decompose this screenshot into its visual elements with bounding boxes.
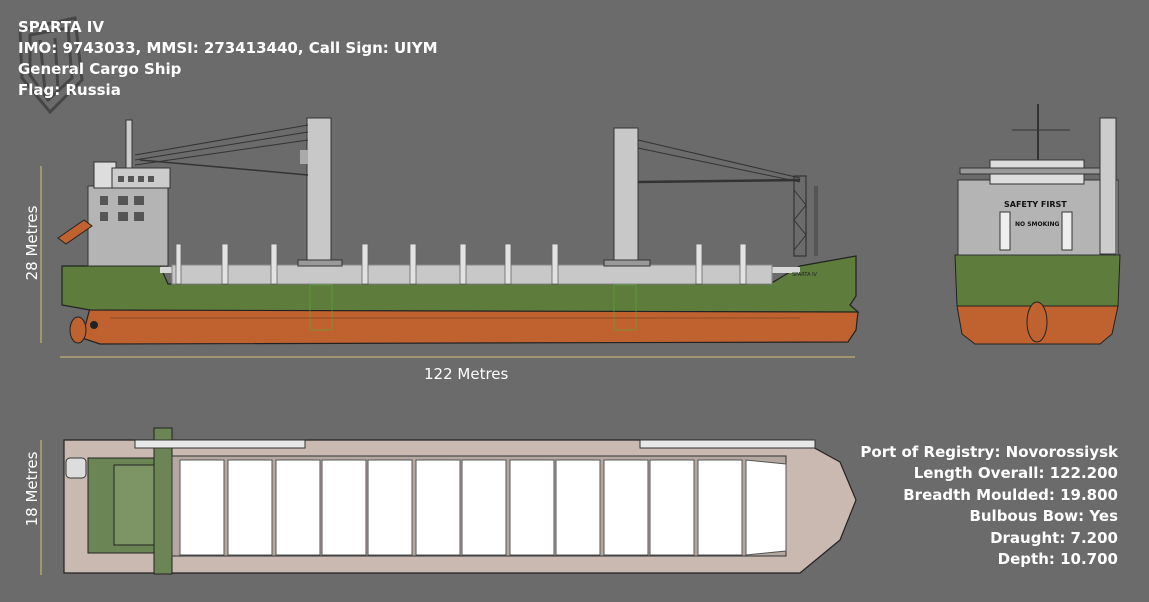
vessel-name: SPARTA IV	[18, 18, 104, 36]
vessel-type: General Cargo Ship	[18, 60, 182, 78]
spec-depth: Depth: 10.700	[997, 550, 1118, 569]
no-smoking-sign: NO SMOKING	[1015, 221, 1060, 228]
spec-draught: Draught: 7.200	[990, 528, 1118, 547]
spec-bulbous-bow: Bulbous Bow: Yes	[969, 507, 1118, 526]
crane-1-post	[306, 117, 332, 265]
spec-length-overall: Length Overall: 122.200	[913, 464, 1118, 483]
spec-breadth-moulded: Breadth Moulded: 19.800	[903, 485, 1118, 504]
vessel-flag: Flag: Russia	[18, 81, 121, 99]
spec-list: Port of Registry: Novorossiysk Length Ov…	[860, 442, 1118, 570]
vessel-ids: IMO: 9743033, MMSI: 273413440, Call Sign…	[18, 39, 438, 57]
front-superstructure	[957, 179, 1119, 256]
length-dimension-label: 122 Metres	[424, 365, 509, 383]
hull-name-text: SPARTA IV	[792, 272, 818, 278]
height-dimension-label: 28 Metres	[23, 205, 41, 281]
spec-port-of-registry: Port of Registry: Novorossiysk	[860, 443, 1118, 461]
safety-first-sign: SAFETY FIRST	[1004, 200, 1067, 209]
breadth-dimension-label: 18 Metres	[23, 451, 41, 527]
